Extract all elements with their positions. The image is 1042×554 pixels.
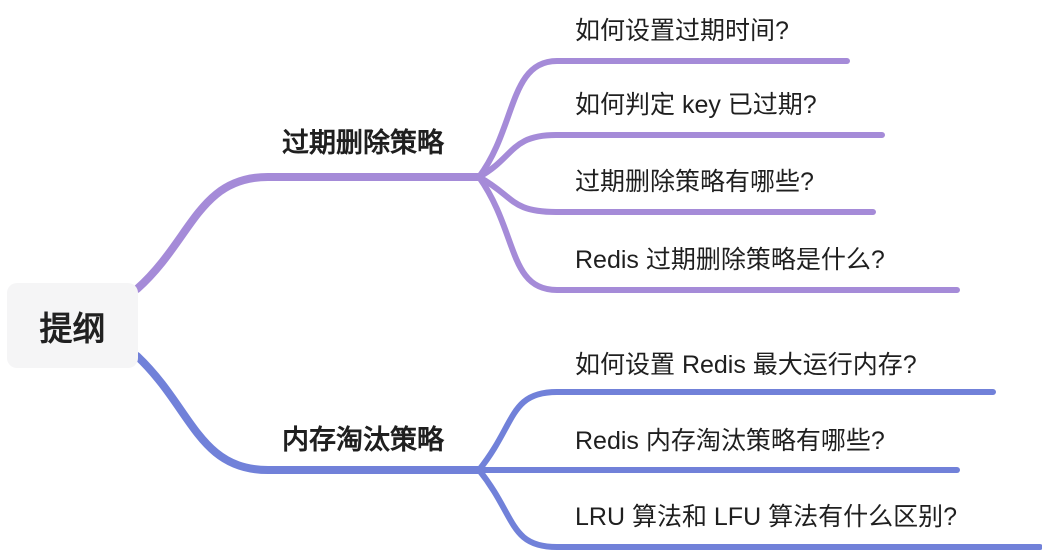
leaf-topic-key-expired[interactable]: 如何判定 key 已过期? [575, 91, 817, 119]
leaf-topic-expire-strategies[interactable]: 过期删除策略有哪些? [575, 168, 814, 196]
leaf-topic-lru-lfu[interactable]: LRU 算法和 LFU 算法有什么区别? [575, 503, 957, 531]
branch-topic-eviction[interactable]: 内存淘汰策略 [282, 425, 444, 455]
leaf-topic-max-memory[interactable]: 如何设置 Redis 最大运行内存? [575, 351, 917, 379]
leaf-topic-set-expire-time[interactable]: 如何设置过期时间? [575, 17, 789, 45]
branch-topic-expiration[interactable]: 过期删除策略 [282, 128, 444, 158]
leaf-topic-redis-expire-strategy[interactable]: Redis 过期删除策略是什么? [575, 246, 885, 274]
leaf-topic-eviction-strategies[interactable]: Redis 内存淘汰策略有哪些? [575, 427, 885, 455]
root-topic[interactable]: 提纲 [7, 283, 138, 368]
branch-line-expiration [133, 173, 483, 293]
